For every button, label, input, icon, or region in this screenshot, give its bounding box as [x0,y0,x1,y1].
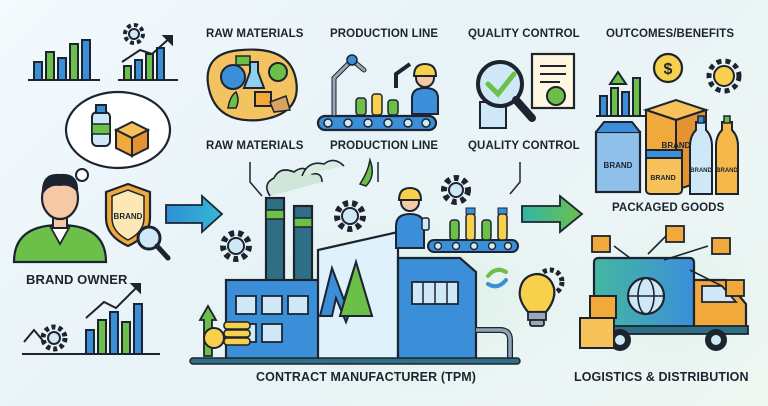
label-packaged-goods: PACKAGED GOODS [612,202,725,214]
packaged-goods-icon [594,98,739,195]
conveyor-belt-icon [427,207,519,253]
bag-brand-text: BRAND [604,161,633,170]
brand-owner-person [12,173,108,264]
arrow-right-icon [165,193,224,235]
bar-chart-icon [22,283,160,355]
label-production-line-mid: PRODUCTION LINE [330,140,439,152]
raw-materials-icon [206,48,298,122]
growth-chart-icon [118,35,178,81]
box-brand-text: BRAND [662,141,691,150]
quality-control-icon [476,52,576,129]
gear-icon [220,230,252,262]
label-production-line-top: PRODUCTION LINE [330,28,439,40]
factory-worker [395,186,430,249]
label-raw-materials-top: RAW MATERIALS [206,28,304,40]
lightbulb-gear-icon [706,58,742,94]
label-quality-control-top: QUALITY CONTROL [468,28,580,40]
production-line-icon [316,54,439,132]
label-logistics-distribution: LOGISTICS & DISTRIBUTION [574,370,749,384]
shield-brand-text: BRAND [114,212,143,221]
leader-lines [249,162,521,197]
lightbulb-icon [518,267,565,327]
recycle-icon [486,267,508,289]
globe-icon [626,276,666,316]
dispatch-arrows [613,235,723,287]
factory-illustration [189,157,521,365]
magnifier-icon [136,225,171,261]
thought-bubble [64,90,172,193]
gear-icon [123,23,145,45]
jar-brand-text: BRAND [650,175,675,182]
label-brand-owner: BRAND OWNER [26,272,128,287]
box-icon [113,120,151,158]
label-raw-materials-mid: RAW MATERIALS [206,140,304,152]
label-contract-manufacturer: CONTRACT MANUFACTURER (TPM) [256,370,477,384]
bottle-icon [91,104,111,147]
gear-icon [441,175,471,205]
dollar-sign: $ [664,61,673,78]
box-icon [579,295,617,349]
gear-icon [334,200,366,232]
growth-chart-icon [596,70,650,117]
gear-icon [40,324,68,352]
bottle-brand-text: BRAND [716,168,738,174]
label-outcomes-benefits: OUTCOMES/BENEFITS [606,28,735,40]
bottle-brand-text: BRAND [690,168,712,174]
arrow-right-icon [521,194,584,234]
label-quality-control-mid: QUALITY CONTROL [468,140,580,152]
dollar-coin-icon: $ [652,52,684,84]
coin-stack-icon [198,304,251,357]
bar-chart-icon [28,39,100,81]
